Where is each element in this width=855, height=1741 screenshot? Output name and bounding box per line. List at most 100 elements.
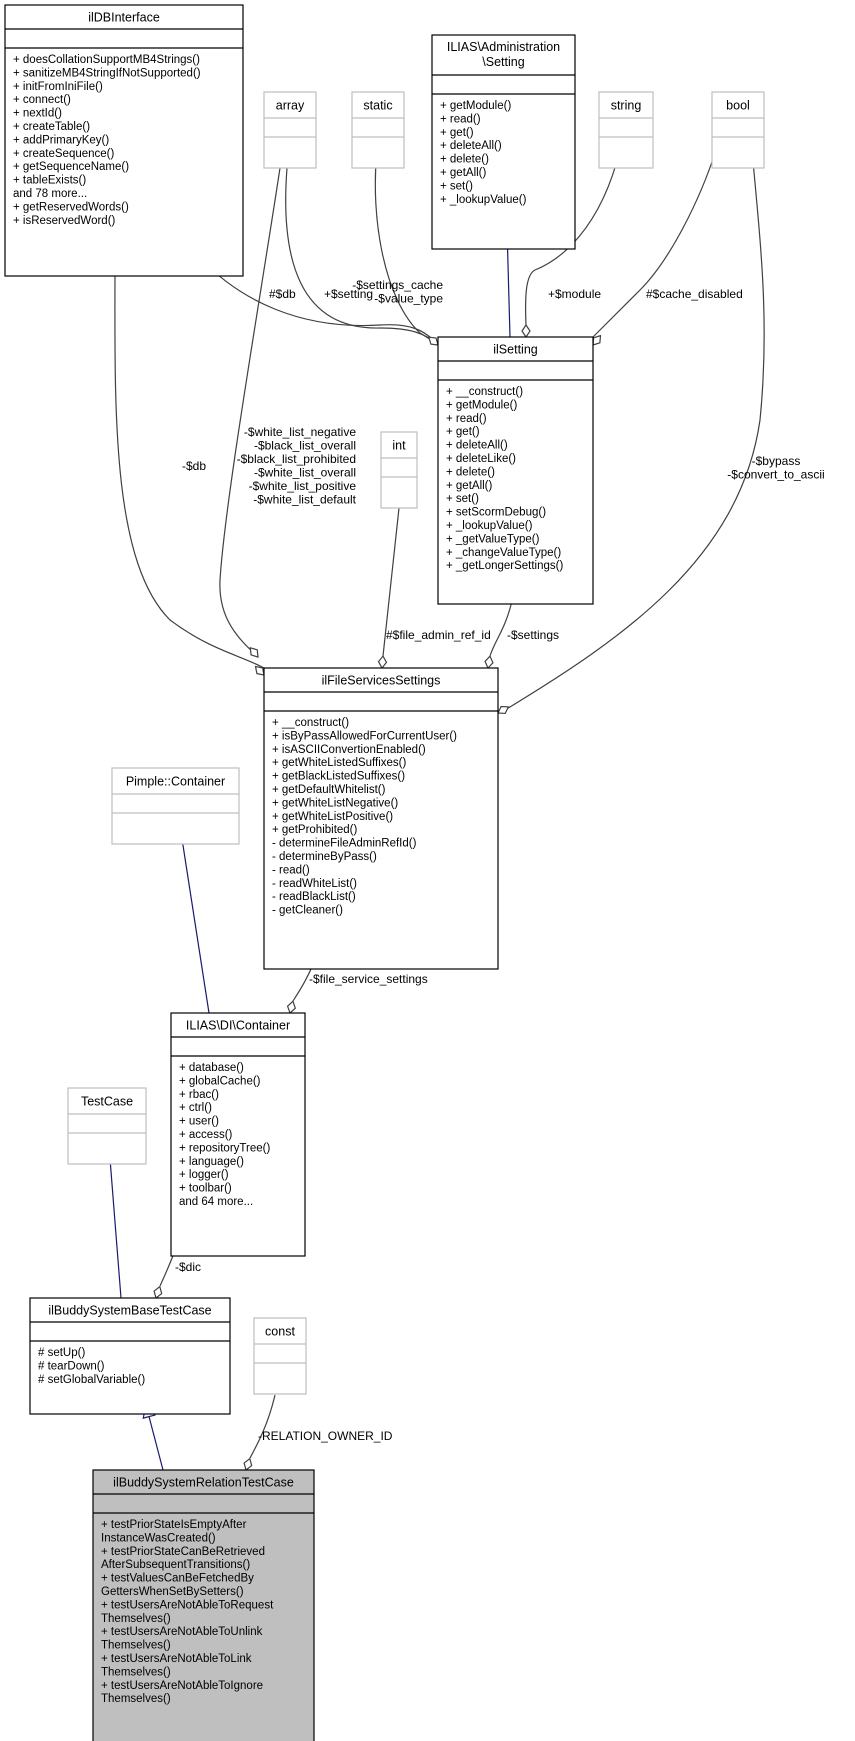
class-box-frame bbox=[263, 667, 499, 970]
diagram-boxes: ilDBInterface + doesCollationSupportMB4St… bbox=[4, 4, 765, 1741]
class-name: ILIAS\Administration bbox=[447, 40, 560, 54]
class-name: ilDBInterface bbox=[88, 11, 160, 25]
class-member: and 64 more... bbox=[179, 1196, 253, 1208]
class-name: ILIAS\DI\Container bbox=[186, 1019, 290, 1033]
class-member: InstanceWasCreated() bbox=[101, 1532, 216, 1544]
class-box-ilias-di-container[interactable]: ILIAS\DI\Container+ database()+ globalCa… bbox=[170, 1012, 306, 1257]
edge-label-setting: +$setting bbox=[324, 287, 373, 301]
class-box-bool[interactable]: bool bbox=[711, 91, 765, 169]
class-box-ilbuddysystembasetestcase[interactable]: ilBuddySystemBaseTestCase# setUp()# tear… bbox=[29, 1297, 231, 1415]
class-name: static bbox=[363, 99, 392, 113]
class-member: + _lookupValue() bbox=[440, 194, 527, 206]
class-member: + get() bbox=[446, 426, 480, 438]
class-name: ilBuddySystemRelationTestCase bbox=[113, 1476, 294, 1490]
class-member: + isReservedWord() bbox=[13, 215, 116, 227]
class-box-ilbuddysystemrelationtestcase[interactable]: ilBuddySystemRelationTestCase+ testPrior… bbox=[92, 1469, 315, 1741]
class-member: + getModule() bbox=[446, 399, 517, 411]
assoc-edge-settings bbox=[489, 600, 513, 657]
class-member: GettersWhenSetBySetters() bbox=[101, 1586, 244, 1598]
class-name: ilFileServicesSettings bbox=[322, 674, 441, 688]
class-box-ilfileservicessettings[interactable]: ilFileServicesSettings+ __construct()+ i… bbox=[263, 667, 499, 970]
class-member: - readBlackList() bbox=[272, 891, 356, 903]
class-name: ilSetting bbox=[493, 343, 538, 357]
class-box-string[interactable]: string bbox=[598, 91, 654, 169]
class-member: + getProhibited() bbox=[272, 824, 358, 836]
class-name: ilBuddySystemBaseTestCase bbox=[48, 1304, 211, 1318]
class-name: Pimple::Container bbox=[126, 775, 225, 789]
class-member: + set() bbox=[446, 493, 479, 505]
class-member: + nextId() bbox=[13, 108, 62, 120]
class-box-frame bbox=[437, 336, 594, 605]
inherit-edge-base-testcase bbox=[108, 1145, 122, 1299]
class-member: Themselves() bbox=[101, 1640, 171, 1652]
class-box-pimple[interactable]: Pimple::Container bbox=[111, 767, 240, 845]
class-box-frame bbox=[351, 91, 405, 169]
class-member: + get() bbox=[440, 127, 474, 139]
class-member: + deleteAll() bbox=[446, 440, 508, 452]
class-box-testcase[interactable]: TestCase bbox=[67, 1087, 147, 1165]
class-member: + isASCIIConvertionEnabled() bbox=[272, 744, 426, 756]
assoc-edge-bypass bbox=[504, 149, 765, 711]
assoc-edge-cache-disabled bbox=[592, 149, 717, 338]
edge-label-lists: -$white_list_overall bbox=[254, 466, 356, 480]
assoc-diamond-bypass bbox=[497, 705, 510, 715]
class-box-ilias-admin-setting[interactable]: ILIAS\Administration\Setting + getModule(… bbox=[431, 34, 576, 250]
class-member: - readWhiteList() bbox=[272, 878, 357, 890]
class-member: AfterSubsequentTransitions() bbox=[101, 1559, 250, 1571]
class-box-ilsetting[interactable]: ilSetting+ __construct()+ getModule()+ r… bbox=[437, 336, 594, 605]
class-member: + delete() bbox=[440, 154, 489, 166]
class-member: + testUsersAreNotAbleToRequest bbox=[101, 1599, 274, 1611]
class-member: # tearDown() bbox=[38, 1360, 105, 1372]
class-member: + isByPassAllowedForCurrentUser() bbox=[272, 730, 457, 742]
class-member: - determineByPass() bbox=[272, 851, 377, 863]
class-member: + addPrimaryKey() bbox=[13, 134, 109, 146]
class-box-frame bbox=[598, 91, 654, 169]
class-box-frame bbox=[711, 91, 765, 169]
class-member: + _getLongerSettings() bbox=[446, 560, 563, 572]
class-member: + getAll() bbox=[446, 480, 493, 492]
class-member: + delete() bbox=[446, 466, 495, 478]
class-member: + getReservedWords() bbox=[13, 201, 129, 213]
class-member: + setScormDebug() bbox=[446, 507, 546, 519]
class-member: + _getValueType() bbox=[446, 533, 540, 545]
edge-label-db: #$db bbox=[269, 287, 296, 301]
assoc-edge-db-file bbox=[114, 257, 265, 669]
class-member: - determineFileAdminRefId() bbox=[272, 838, 417, 850]
class-box-const[interactable]: const bbox=[253, 1317, 307, 1395]
diagram-edge-labels: #$db+$setting-$settings_cache-$value_typ… bbox=[175, 278, 825, 1443]
class-member: + getAll() bbox=[440, 167, 487, 179]
class-member: + user() bbox=[179, 1116, 219, 1128]
assoc-diamond-db-file bbox=[254, 665, 265, 676]
class-member: + connect() bbox=[13, 94, 71, 106]
edge-label-lists: -$white_list_positive bbox=[249, 479, 357, 493]
assoc-edge-relation-owner-id bbox=[249, 1394, 276, 1459]
class-member: + __construct() bbox=[272, 717, 349, 729]
class-box-array[interactable]: array bbox=[263, 91, 317, 169]
class-box-static[interactable]: static bbox=[351, 91, 405, 169]
class-name: \Setting bbox=[482, 55, 524, 69]
class-member: + getModule() bbox=[440, 100, 511, 112]
assoc-diamond-ilsetting-left bbox=[428, 336, 439, 346]
edge-label-lists: -$white_list_default bbox=[253, 493, 356, 507]
assoc-edge-setting bbox=[285, 167, 439, 346]
edge-label-file-admin-ref-id: #$file_admin_ref_id bbox=[386, 628, 491, 642]
class-box-frame bbox=[380, 431, 418, 509]
edge-label-lists: -$white_list_negative bbox=[244, 425, 356, 439]
class-box-ildbinterface[interactable]: ilDBInterface + doesCollationSupportMB4St… bbox=[4, 4, 244, 277]
class-member: + ctrl() bbox=[179, 1102, 212, 1114]
class-member: + getBlackListedSuffixes() bbox=[272, 771, 405, 783]
edge-label-settings-cache: -$value_type bbox=[374, 292, 443, 306]
class-member: + set() bbox=[440, 180, 473, 192]
class-member: + language() bbox=[179, 1156, 244, 1168]
edge-label-cache-disabled: #$cache_disabled bbox=[646, 287, 743, 301]
class-member: + logger() bbox=[179, 1169, 229, 1181]
class-box-frame bbox=[170, 1012, 306, 1257]
assoc-diamond-cache-disabled bbox=[592, 334, 602, 346]
assoc-diamond-file-admin-ref-id bbox=[377, 654, 388, 670]
class-member: + doesCollationSupportMB4Strings() bbox=[13, 54, 200, 66]
class-name: string bbox=[611, 99, 642, 113]
class-member: + createTable() bbox=[13, 121, 90, 133]
assoc-diamond-file-service-settings bbox=[286, 1000, 297, 1015]
class-box-int[interactable]: int bbox=[380, 431, 418, 509]
